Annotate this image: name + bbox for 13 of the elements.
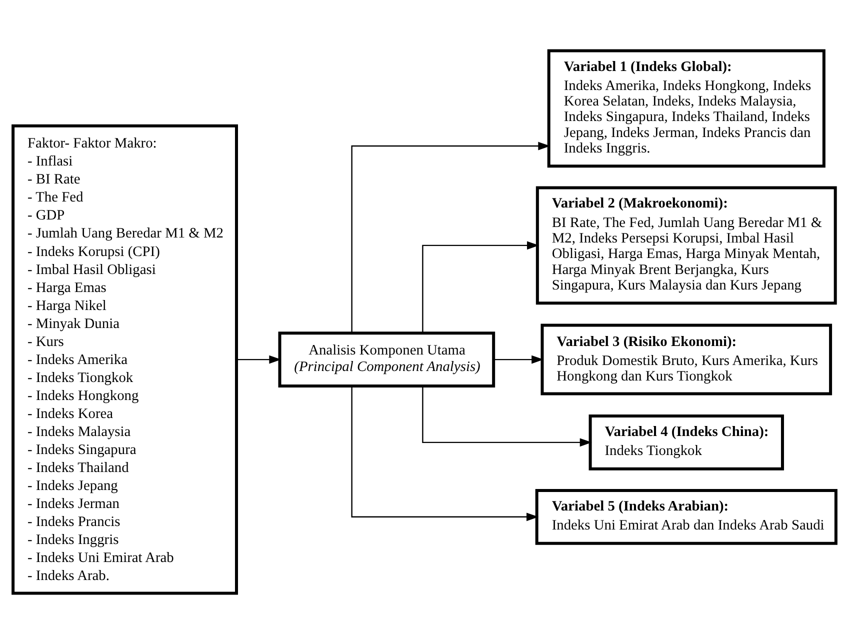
arrow [236,355,282,364]
node-box: Variabel 1 (Indeks Global): Indeks Amerika, Indeks Hongkong, Indeks Korea Selatan, Indeks, Indeks Malaysia, Indeks Singapura, Indeks Thailand, Indeks Jepang, Indeks Jerman, Indeks Prancis dan Indeks Inggris. [547,49,826,168]
arrow [351,142,550,333]
node-box: Variabel 3 (Risiko Ekonomi): Produk Domestik Bruto, Kurs Amerika, Kurs Hongkong dan Kurs Tiongkok [540,324,832,396]
node-box: Variabel 5 (Indeks Arabian): Indeks Uni Emirat Arab dan Indeks Arab Saudi [535,488,838,545]
arrow [351,386,539,522]
node-box: Variabel 4 (Indeks China): Indeks Tiongkok [588,414,784,470]
arrow [422,241,540,334]
arrow [494,355,544,364]
node-box: Variabel 2 (Makroekonomi): BI Rate, The Fed, Jumlah Uang Beredar M1 & M2, Indeks Persepsi Korupsi, Imbal Hasil Obligasi, Harga Emas, Harga Minyak Mentah, Harga Minyak Brent Berjangka, Kurs Singapura, Kurs Malaysia dan Kurs Jepang [536,186,837,305]
node-box: Analisis Komponen Utama (Principal Component Analysis) [278,332,496,388]
node-box: Faktor- Faktor Makro: - Inflasi - BI Rate - The Fed - GDP - Jumlah Uang Beredar M1 & M2 - Indeks Korupsi (CPI) - Imbal Hasil Obligasi - Harga Emas - Harga Nikel - Minyak Dunia - Kurs - Indeks Amerika - Indeks Tiongkok - Indeks Hongkong - Indeks Korea - Indeks Malaysia - Indeks Singapura - Indeks Thailand - Indeks Jepang - Indeks Jerman - Indeks Prancis - Indeks Inggris - Indeks Uni Emirat Arab - Indeks Arab. [12,124,238,595]
arrow [422,386,592,447]
